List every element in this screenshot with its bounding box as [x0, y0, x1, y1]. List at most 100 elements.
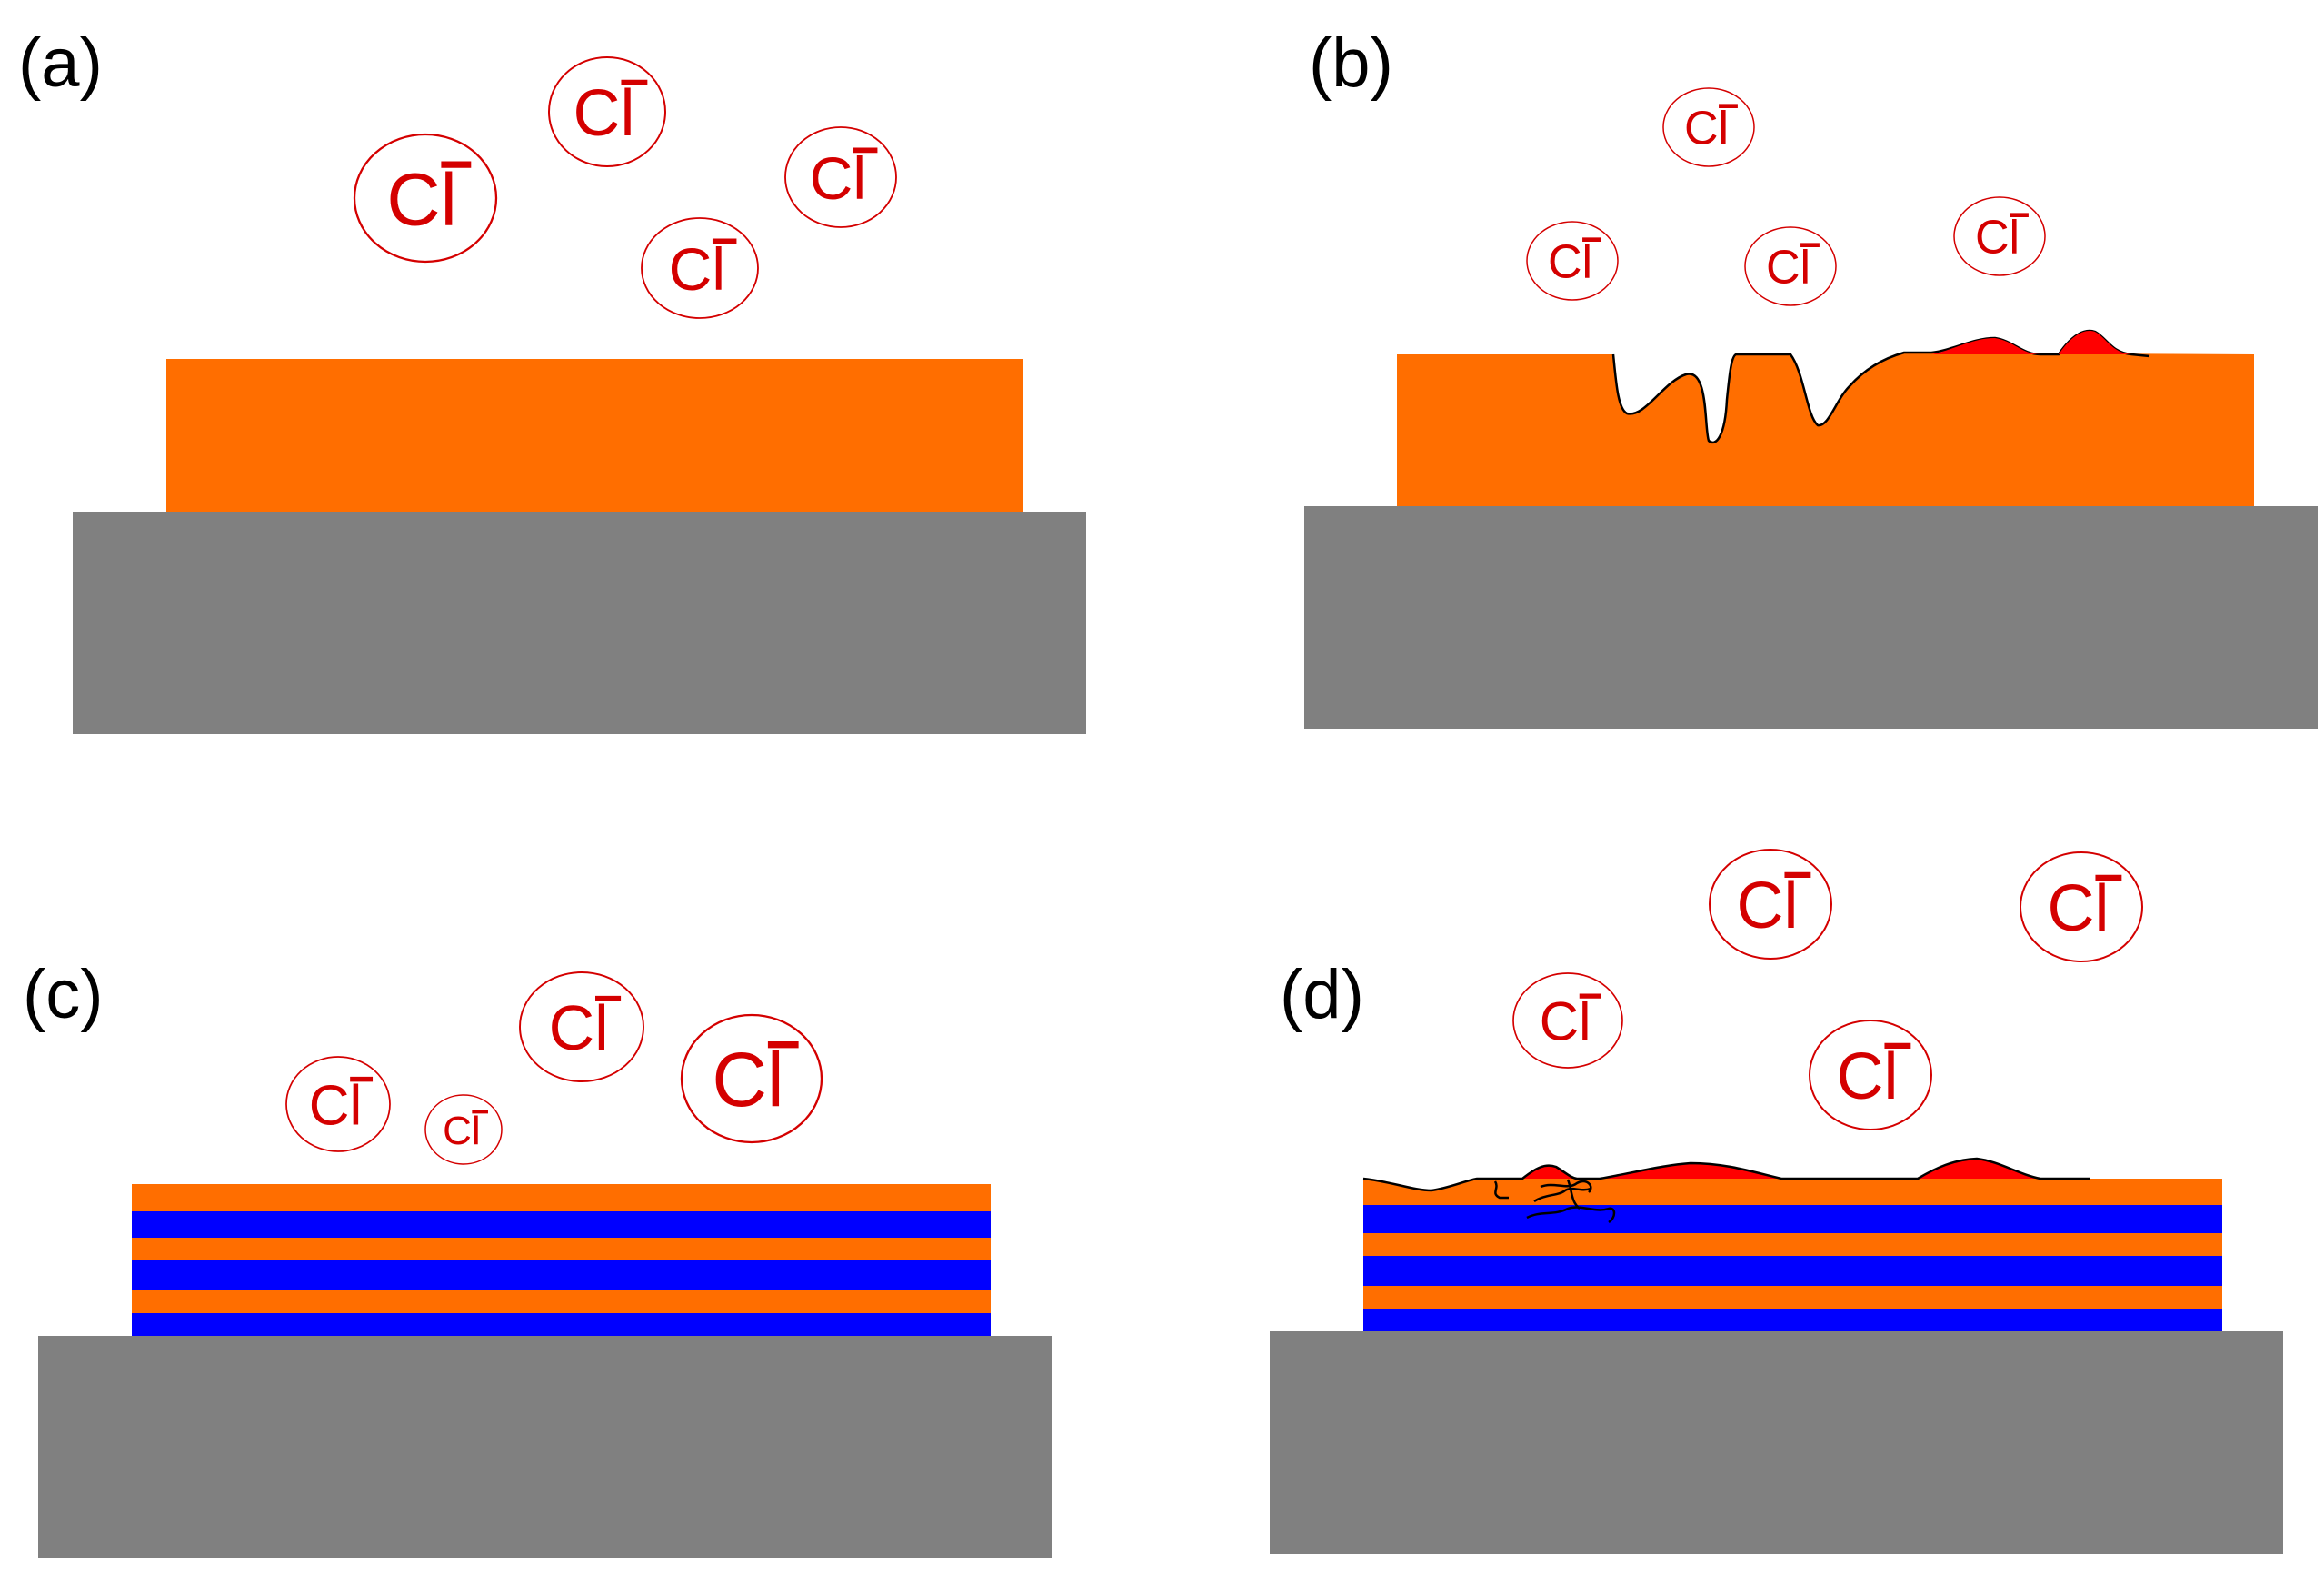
ion-charge: − [1882, 1017, 1913, 1075]
pitted-coating [1397, 353, 2254, 506]
crack-network [1493, 1179, 1616, 1224]
ion-symbol: Cl [1837, 1040, 1899, 1113]
ion-charge: − [619, 54, 650, 112]
coating-layer [1363, 1286, 2222, 1309]
corrosion-product [1600, 1163, 1781, 1179]
substrate [1270, 1331, 2283, 1554]
ion-symbol: Cl [712, 1037, 783, 1122]
coating-layer [132, 1184, 991, 1211]
panel-label-a: (a) [18, 25, 103, 102]
corrosion-product [1931, 338, 2040, 354]
ion-outline [1709, 849, 1832, 960]
panel-label-b: (b) [1309, 25, 1393, 102]
ion-charge: − [852, 124, 880, 177]
panel-b: (b) Cl− Cl− Cl− Cl− [1304, 25, 2318, 729]
panel-c: (c) Cl− Cl− Cl− Cl− [23, 956, 1052, 1558]
chloride-ion: Cl− [1662, 85, 1755, 167]
chloride-ion: Cl− [1526, 218, 1619, 301]
ion-charge: − [1717, 85, 1739, 127]
ion-symbol: Cl [309, 1074, 363, 1137]
interlayer [1363, 1256, 2222, 1286]
substrate [73, 512, 1086, 734]
chloride-ion: Cl− [2020, 849, 2143, 962]
interlayer [132, 1211, 991, 1238]
ion-charge: − [471, 1094, 490, 1130]
ion-charge: − [1799, 224, 1820, 266]
ion-outline [1809, 1020, 1932, 1130]
pit-outline [1611, 329, 2150, 444]
surface-outline [1362, 1157, 2090, 1192]
ion-charge: − [348, 1053, 374, 1104]
corrosion-product [2059, 331, 2131, 354]
corrosion-product [1522, 1165, 1577, 1179]
ion-outline [285, 1056, 391, 1152]
ion-outline [641, 217, 759, 319]
ion-charge: − [1581, 218, 1602, 261]
ion-charge: − [439, 131, 474, 197]
chloride-ion: Cl− [680, 1011, 823, 1144]
ion-outline [353, 133, 498, 264]
ion-outline [784, 126, 897, 228]
ion-outline [548, 56, 666, 167]
ion-charge: − [2008, 194, 2030, 236]
chloride-ion: Cl− [424, 1094, 503, 1165]
multilayer-coating [132, 1184, 991, 1336]
interlayer [1363, 1309, 2222, 1331]
ion-symbol: Cl [1766, 242, 1810, 294]
ion-symbol: Cl [1975, 212, 2020, 264]
ion-symbol: Cl [810, 144, 866, 212]
substrate [38, 1336, 1052, 1558]
coating-layer [1363, 1179, 2222, 1205]
ion-charge: − [593, 969, 623, 1026]
substrate [1304, 506, 2318, 729]
ion-symbol: Cl [669, 235, 725, 303]
chloride-ion: Cl− [1709, 846, 1832, 960]
chloride-ion: Cl− [641, 214, 759, 319]
ion-charge: − [711, 214, 739, 268]
multilayer-coating [1363, 1179, 2222, 1331]
chloride-ions: Cl− Cl− Cl− Cl− [285, 969, 823, 1165]
chloride-ion: Cl− [519, 969, 644, 1082]
monolayer-coating [166, 359, 1023, 513]
panel-label-d: (d) [1280, 956, 1364, 1033]
ion-symbol: Cl [2048, 872, 2110, 945]
ion-outline [1744, 226, 1837, 306]
ion-symbol: Cl [1548, 236, 1592, 289]
panel-label-c: (c) [23, 956, 104, 1033]
chloride-ion: Cl− [285, 1053, 391, 1152]
chloride-ion: Cl− [1512, 972, 1623, 1069]
coating-layer [132, 1290, 991, 1313]
chloride-ion: Cl− [548, 54, 666, 167]
chloride-ions: Cl− Cl− Cl− Cl− [1526, 85, 2046, 306]
ion-outline [424, 1094, 503, 1165]
chloride-ions: Cl− Cl− Cl− Cl− [353, 54, 897, 319]
ion-outline [519, 971, 644, 1082]
surface-pit [1368, 1179, 1477, 1190]
ion-symbol: Cl [386, 159, 456, 242]
chloride-ion: Cl− [1744, 224, 1837, 306]
ion-charge: − [1578, 972, 1603, 1020]
ion-charge: − [2093, 849, 2124, 907]
panel-d: (d) Cl− Cl− Cl− Cl− [1270, 846, 2283, 1554]
chloride-ion: Cl− [1809, 1017, 1932, 1130]
ion-outline [1512, 972, 1623, 1069]
ion-symbol: Cl [1540, 991, 1591, 1052]
interlayer [132, 1260, 991, 1290]
coating-layer [1363, 1233, 2222, 1256]
chloride-ions: Cl− Cl− Cl− Cl− [1512, 846, 2143, 1130]
chloride-ion: Cl− [1953, 194, 2046, 276]
ion-outline [680, 1013, 823, 1144]
coating-layer [132, 1238, 991, 1260]
ion-outline [1662, 87, 1755, 167]
interlayer [1363, 1205, 2222, 1233]
corrosion-product [1918, 1159, 2040, 1179]
ion-charge: − [765, 1011, 801, 1079]
chloride-ion: Cl− [353, 131, 498, 264]
ion-symbol: Cl [549, 992, 609, 1063]
panel-a: (a) Cl− Cl− Cl− Cl− [18, 25, 1086, 734]
ion-outline [1953, 196, 2046, 276]
ion-symbol: Cl [574, 77, 635, 150]
chloride-ion: Cl− [784, 124, 897, 228]
interlayer [132, 1313, 991, 1336]
